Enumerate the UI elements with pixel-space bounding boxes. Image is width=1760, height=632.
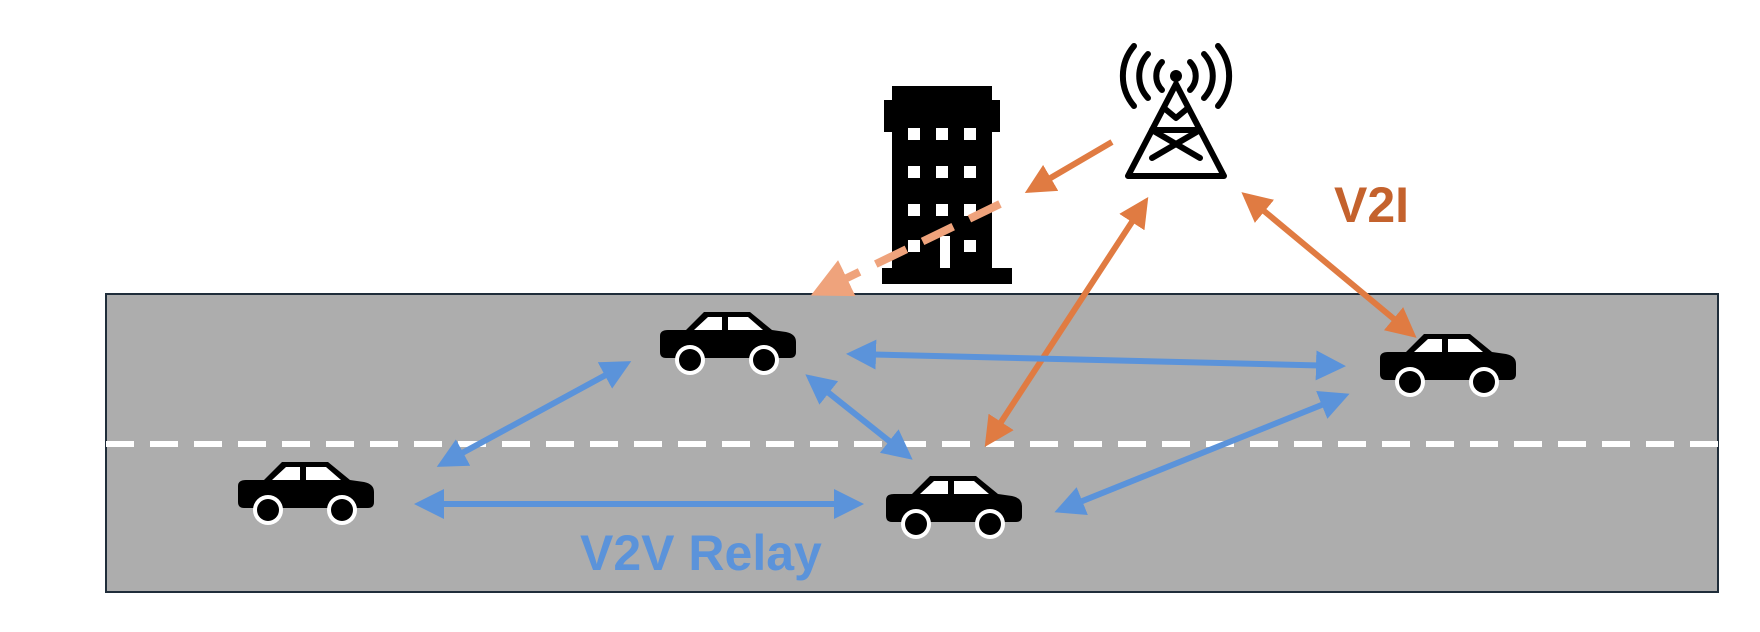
link-v2v-upper-lower — [805, 374, 913, 460]
link-tower-car-right — [1241, 192, 1417, 338]
link-blocked-building — [810, 200, 1002, 297]
cell-tower-icon — [1119, 43, 1233, 179]
link-tower-to-building — [1024, 139, 1114, 194]
v2i-label: V2I — [1334, 177, 1409, 233]
building-icon — [882, 86, 1012, 284]
link-v2v-upper-right — [846, 339, 1346, 381]
link-v2v-lower-right — [1054, 391, 1350, 515]
link-tower-car-mid-lower — [984, 196, 1149, 448]
v2v-relay-label: V2V Relay — [580, 525, 822, 581]
link-v2v-left-upper — [436, 361, 632, 467]
